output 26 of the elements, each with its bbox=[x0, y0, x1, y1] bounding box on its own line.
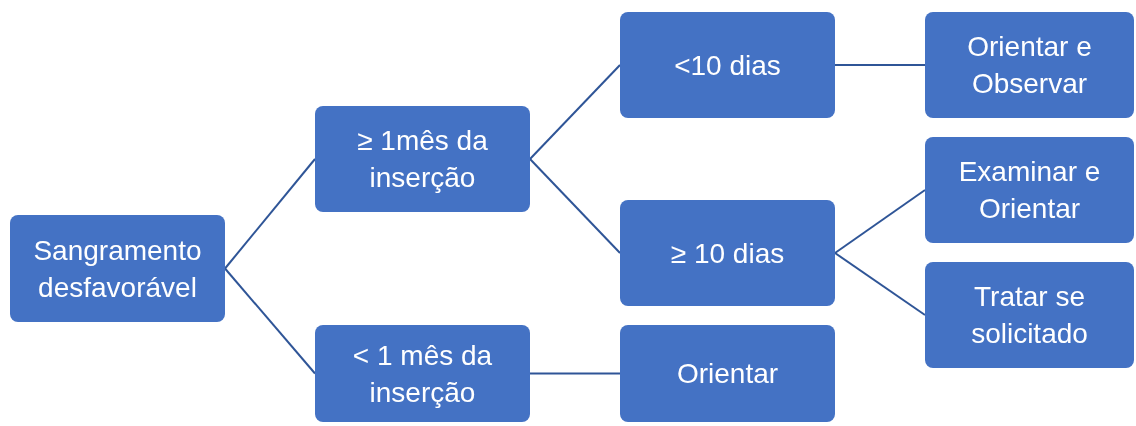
box-label: ≥ 1mês da inserção bbox=[356, 124, 489, 195]
box-label: <10 dias bbox=[674, 48, 781, 83]
connector-line bbox=[529, 372, 621, 375]
box-label: < 1 mês da inserção bbox=[351, 338, 494, 410]
connector-line bbox=[529, 64, 621, 160]
box-label: ≥ 10 dias bbox=[670, 236, 785, 271]
box-label: Orientar e Observar bbox=[966, 30, 1093, 101]
connector-line bbox=[224, 158, 316, 270]
process-box bbox=[315, 325, 530, 422]
box-label: Sangramento desfavorável bbox=[32, 233, 203, 305]
process-box bbox=[925, 12, 1134, 118]
box-label: Examinar e Orientar bbox=[957, 155, 1102, 226]
connector-line bbox=[529, 158, 621, 254]
connector-line bbox=[224, 267, 316, 375]
process-box bbox=[925, 262, 1134, 368]
process-box bbox=[315, 106, 530, 212]
box-label: Tratar se solicitado bbox=[970, 280, 1089, 351]
process-box bbox=[10, 215, 225, 322]
process-box bbox=[925, 137, 1134, 243]
connector-line bbox=[834, 64, 926, 66]
process-box bbox=[620, 325, 835, 422]
process-box bbox=[620, 200, 835, 306]
process-box bbox=[620, 12, 835, 118]
connector-line bbox=[834, 189, 926, 254]
box-label: Orientar bbox=[676, 357, 779, 391]
connector-line bbox=[834, 252, 926, 316]
